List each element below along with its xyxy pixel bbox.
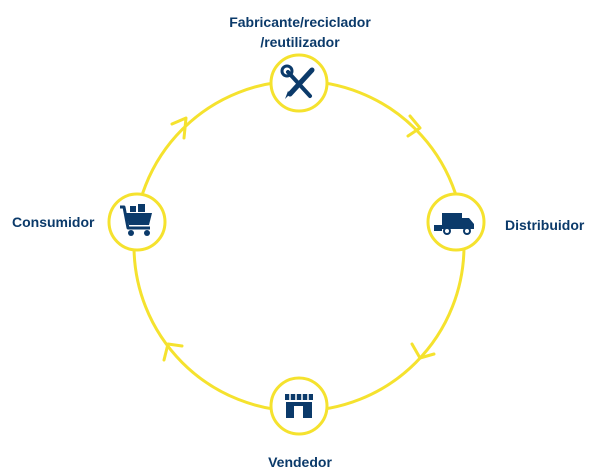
- node-label-manufacturer-line-2: /reutilizador: [260, 34, 340, 50]
- arrow-bottom-right: [410, 342, 436, 360]
- node-label-seller: Vendedor: [268, 454, 332, 470]
- node-label-manufacturer-line-1: Fabricante/reciclador: [229, 14, 371, 30]
- pencil-wrench-icon: [280, 64, 315, 99]
- node-consumer: [107, 192, 167, 252]
- arrow-top-left: [170, 116, 188, 140]
- arrow-bottom-left: [162, 342, 184, 362]
- delivery-truck-icon: [434, 213, 474, 235]
- arrow-top-right: [406, 114, 422, 138]
- shopping-cart-icon: [120, 204, 152, 236]
- node-distributor: [426, 192, 486, 252]
- node-label-distributor: Distribuidor: [505, 217, 585, 233]
- node-seller: [269, 376, 329, 436]
- node-label-manufacturer: Fabricante/reciclador /reutilizador: [200, 12, 400, 52]
- storefront-icon: [285, 394, 313, 418]
- node-label-consumer: Consumidor: [12, 214, 95, 230]
- node-manufacturer: [269, 53, 329, 113]
